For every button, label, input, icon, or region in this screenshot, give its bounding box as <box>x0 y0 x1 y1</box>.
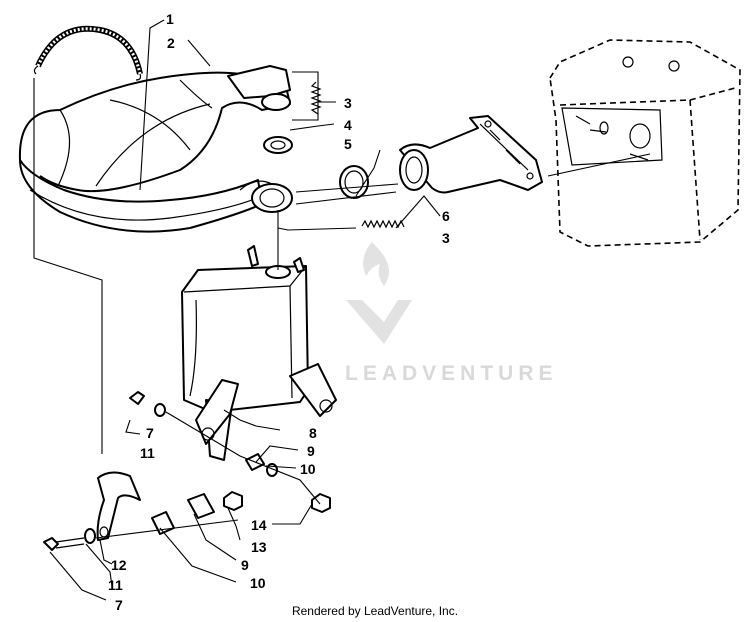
spring-1 <box>33 25 143 81</box>
leader-lines <box>33 19 651 601</box>
nut-14 <box>311 493 331 513</box>
callout-10-lower: 10 <box>250 575 266 591</box>
washer-11-upper <box>154 403 166 417</box>
washer-11-lower <box>84 528 96 544</box>
seal-ring-5 <box>339 165 369 199</box>
callout-2: 2 <box>167 35 175 51</box>
nut-13 <box>223 491 243 511</box>
callout-9-lower: 9 <box>241 557 249 573</box>
watermark-text: LEADVENTURE <box>345 362 558 385</box>
spring-3-upper <box>310 81 322 115</box>
callout-10-upper: 10 <box>300 461 316 477</box>
bracket-12 <box>96 471 141 541</box>
bolt-7-upper <box>129 391 145 405</box>
spacer-9-lower <box>187 493 215 519</box>
callout-8: 8 <box>309 425 317 441</box>
leadventure-watermark: LEADVENTURE <box>345 242 558 385</box>
callout-1: 1 <box>166 11 174 27</box>
callout-7-lower: 7 <box>115 597 123 613</box>
spring-3-lower <box>361 219 405 229</box>
exhaust-manifold-6 <box>399 115 543 194</box>
expansion-chamber <box>18 65 293 233</box>
callout-4: 4 <box>344 117 352 133</box>
callout-13: 13 <box>251 539 267 555</box>
callout-3-upper: 3 <box>344 95 352 111</box>
callout-5: 5 <box>344 136 352 152</box>
muffler-canister-8 <box>181 245 337 461</box>
bolt-7-lower <box>43 537 85 551</box>
footer-credit: Rendered by LeadVenture, Inc. <box>291 604 459 618</box>
callout-11-upper: 11 <box>140 445 155 461</box>
gasket-4 <box>263 136 293 154</box>
callout-9-upper: 9 <box>307 443 315 459</box>
callout-11-lower: 11 <box>108 577 123 593</box>
callout-14: 14 <box>251 517 267 533</box>
callout-12: 12 <box>111 557 127 573</box>
callout-labels: 1 2 3 4 5 6 3 8 7 11 9 10 14 13 9 10 12 … <box>108 11 450 613</box>
callout-3-lower: 3 <box>442 230 450 246</box>
callout-7-upper: 7 <box>146 425 154 441</box>
callout-6: 6 <box>442 208 450 224</box>
engine-block <box>549 39 741 247</box>
